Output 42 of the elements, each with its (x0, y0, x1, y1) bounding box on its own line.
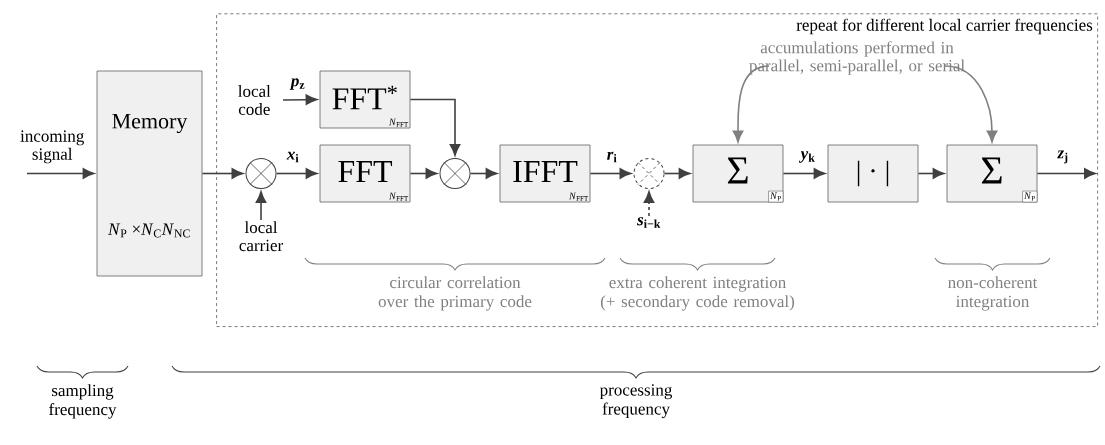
signal-label: local carrier (239, 221, 284, 252)
process-block: | · | (827, 144, 919, 203)
brace-label: extra coherent integration (+ secondary code removal) (600, 276, 795, 311)
arrow (643, 191, 655, 217)
memory-block: Memory N$_{P}$ ×N$_{C}$N$_{NC}$ (96, 70, 203, 277)
edge-label: r$_{i}$ (605, 150, 619, 164)
arrow (469, 168, 498, 179)
edge-label: z$_{j}$ (1056, 149, 1070, 165)
multiplier-symbol (633, 158, 665, 189)
arrow (663, 168, 691, 179)
arrow (255, 191, 267, 221)
summation-block: Σ N$_{P}$ (946, 144, 1038, 203)
arrow (917, 168, 945, 179)
process-block: FFT N$_{FFT}$ (319, 144, 411, 203)
process-block: IFFT N$_{FFT}$ (499, 144, 591, 203)
edge-label: y$_{k}$ (798, 150, 817, 164)
edge-label: x$_{i}$ (285, 150, 301, 164)
arrow (282, 94, 318, 105)
brace-label: circular correlation over the primary code (378, 276, 532, 311)
multiplier-symbol (439, 158, 471, 189)
arrow (26, 168, 95, 179)
arrow (275, 168, 318, 179)
signal-label: local code (238, 85, 271, 115)
curved-arrow (944, 65, 998, 143)
multiplier-symbol (245, 158, 277, 189)
note-text: accumulations performed in parallel, semi-parallel, or serial (749, 41, 965, 75)
arrow (201, 168, 244, 179)
brace-label: non-coherent integration (948, 276, 1038, 311)
arrow (1036, 168, 1096, 179)
brace-label: processing frequency (599, 384, 673, 419)
curved-arrow (732, 65, 770, 143)
summation-block: Σ N$_{P}$ (692, 144, 784, 203)
frame-heading: repeat for different local carrier frequencies (796, 18, 1093, 35)
signal-label: s$_{i−k}$ (637, 217, 661, 228)
process-block: FFT$^{*}$ N$_{FFT}$ (319, 70, 411, 129)
arrow (589, 168, 632, 179)
brace-label: sampling frequency (49, 384, 117, 419)
arrow (409, 98, 461, 156)
arrow (409, 168, 438, 179)
arrow (782, 168, 826, 179)
signal-label: incoming signal (20, 130, 84, 164)
edge-label: p$_{z}$ (289, 77, 307, 91)
